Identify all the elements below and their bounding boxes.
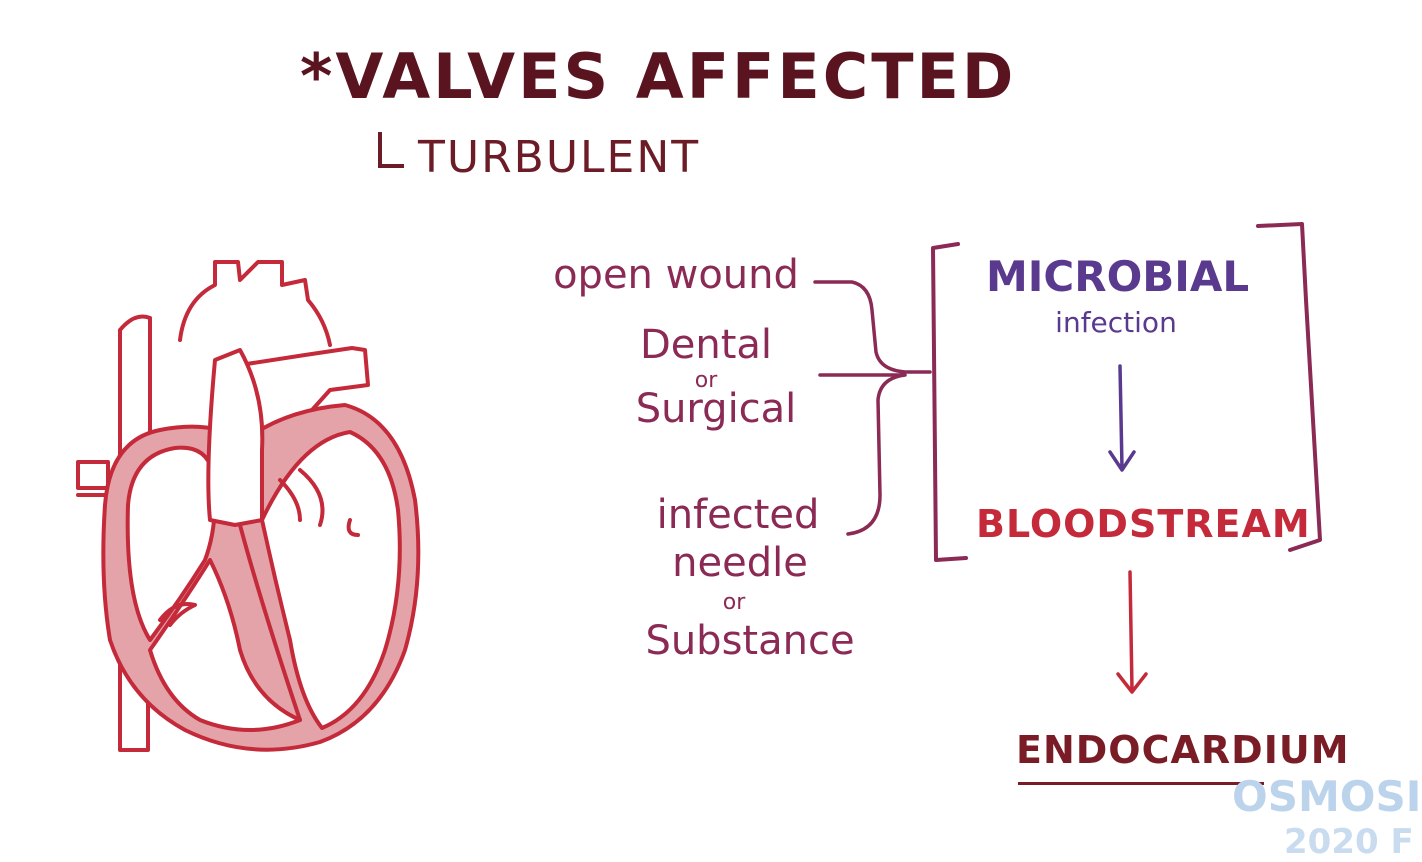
infection-label: infection: [1055, 306, 1177, 339]
right-bracket: [1256, 222, 1322, 552]
left-bracket: [931, 242, 968, 562]
right-atrium: [125, 445, 217, 642]
septum: [238, 523, 302, 722]
cause-or-1: or: [694, 368, 718, 393]
endocardium-underline: [1018, 782, 1264, 785]
watermark-year: 2020 F: [1284, 822, 1414, 862]
cause-dental: Dental: [639, 322, 773, 368]
cause-brace: [813, 280, 932, 536]
cause-surgical: Surgical: [635, 386, 797, 432]
aortic-arch: [178, 260, 332, 347]
ascending-aorta: [206, 348, 265, 527]
microbial-arrow: [1108, 364, 1136, 472]
microbial-label: MICROBIAL: [986, 252, 1250, 301]
endocardium-label: ENDOCARDIUM: [1016, 728, 1350, 772]
cause-substance: Substance: [645, 618, 855, 664]
cause-infected: infected: [656, 492, 820, 538]
papillary-detail: [158, 602, 197, 627]
osmosis-logo: OSMOSIS: [1232, 772, 1422, 821]
cause-open-wound: open wound: [553, 252, 799, 298]
cause-needle: needle: [672, 540, 808, 586]
bloodstream-label: BLOODSTREAM: [976, 502, 1311, 546]
title: *VALVES AFFECTED: [300, 40, 1017, 113]
subtitle: TURBULENT: [418, 132, 701, 183]
subtitle-connector: [378, 132, 404, 168]
bloodstream-arrow: [1116, 570, 1148, 694]
cause-or-2: or: [722, 590, 746, 615]
coronary-detail: [278, 468, 360, 537]
